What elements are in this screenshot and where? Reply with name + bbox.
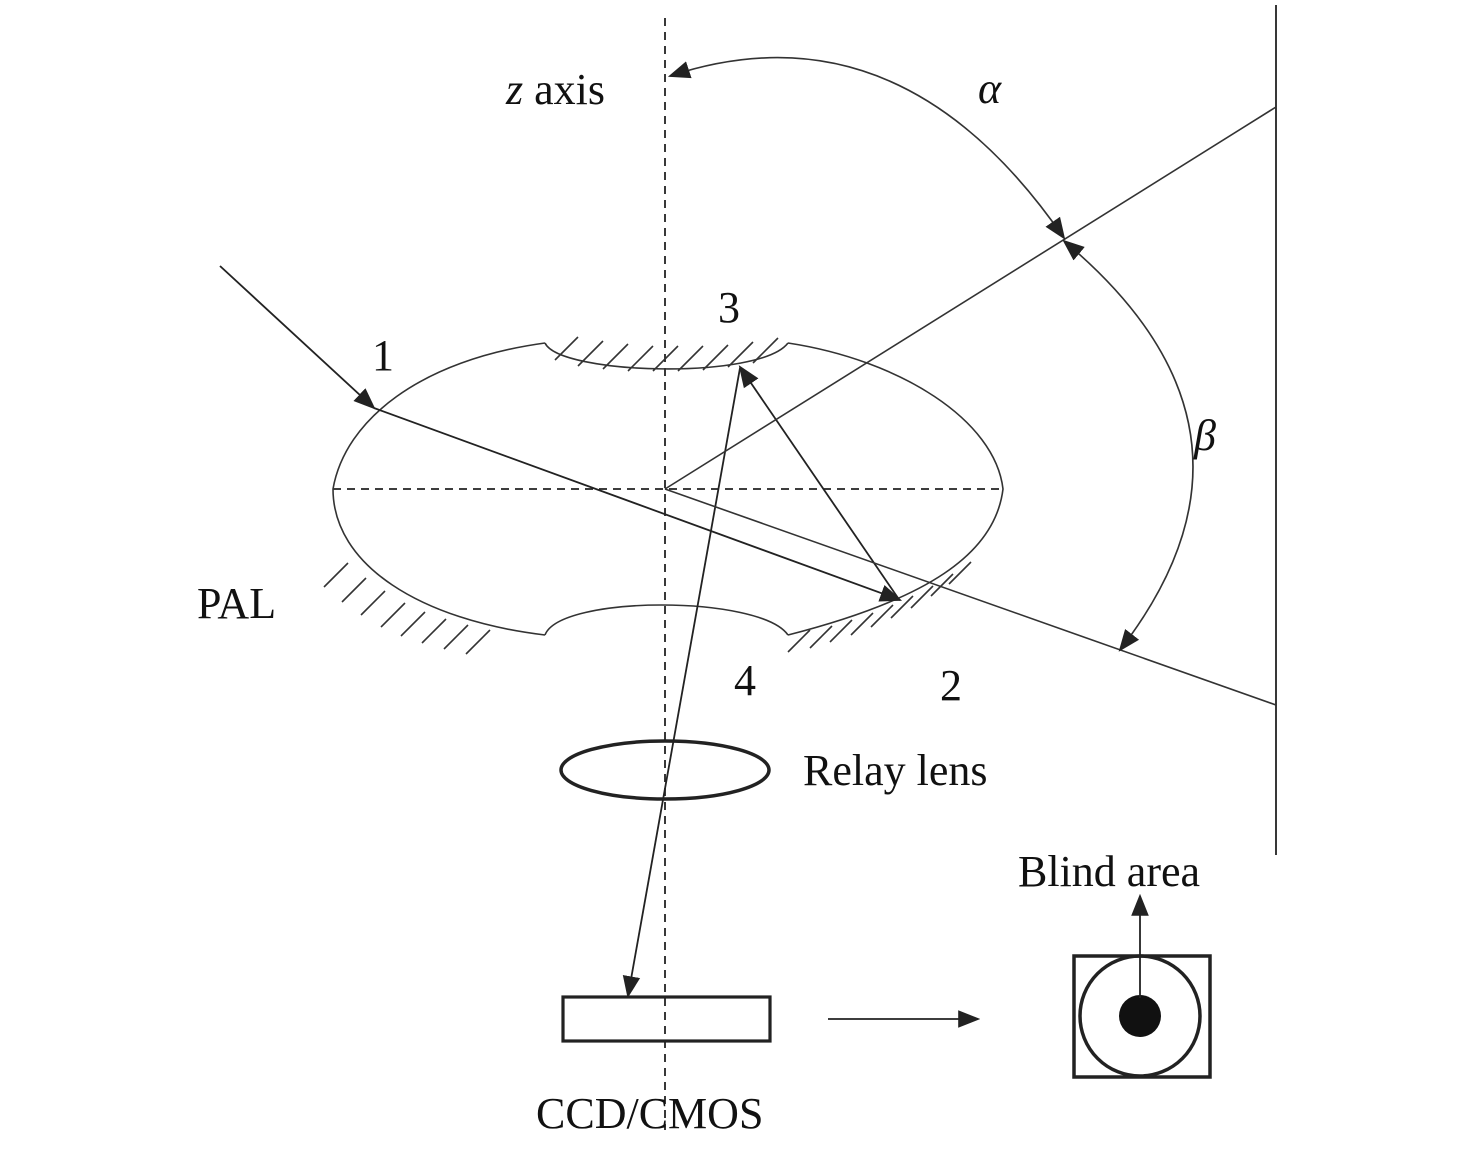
blind-area-label: Blind area — [1018, 847, 1200, 896]
relay-lens-label: Relay lens — [803, 746, 988, 795]
alpha-label: α — [978, 64, 1002, 113]
pal-label: PAL — [197, 579, 276, 628]
top-mirror-hatching — [554, 336, 779, 372]
refracted-ray-1-to-2 — [373, 407, 903, 602]
relay-lens-shape — [559, 739, 771, 801]
point-1-label: 1 — [372, 331, 394, 380]
bottom-right-mirror-hatching — [787, 561, 972, 653]
alpha-angle-arc — [667, 56, 1066, 240]
lower-field-ray — [664, 488, 1277, 706]
beta-angle-arc — [1062, 239, 1194, 652]
bottom-left-mirror-hatching — [323, 562, 491, 655]
z-axis-word: axis — [523, 65, 605, 114]
beta-label: β — [1193, 411, 1216, 460]
sensor-label: CCD/CMOS — [536, 1089, 763, 1138]
incoming-ray — [219, 265, 376, 410]
point-2-label: 2 — [940, 661, 962, 710]
sensor-rectangle — [561, 995, 772, 1043]
point-4-label: 4 — [734, 656, 756, 705]
annular-image — [1072, 954, 1212, 1079]
z-axis-variable: z — [505, 65, 523, 114]
point-3-label: 3 — [718, 283, 740, 332]
reflected-ray-2-to-3 — [738, 365, 899, 599]
upper-field-ray — [664, 106, 1277, 490]
blind-area-dot — [1119, 995, 1161, 1037]
z-axis-label: z axis — [505, 65, 605, 114]
ray-3-to-sensor — [622, 367, 741, 999]
